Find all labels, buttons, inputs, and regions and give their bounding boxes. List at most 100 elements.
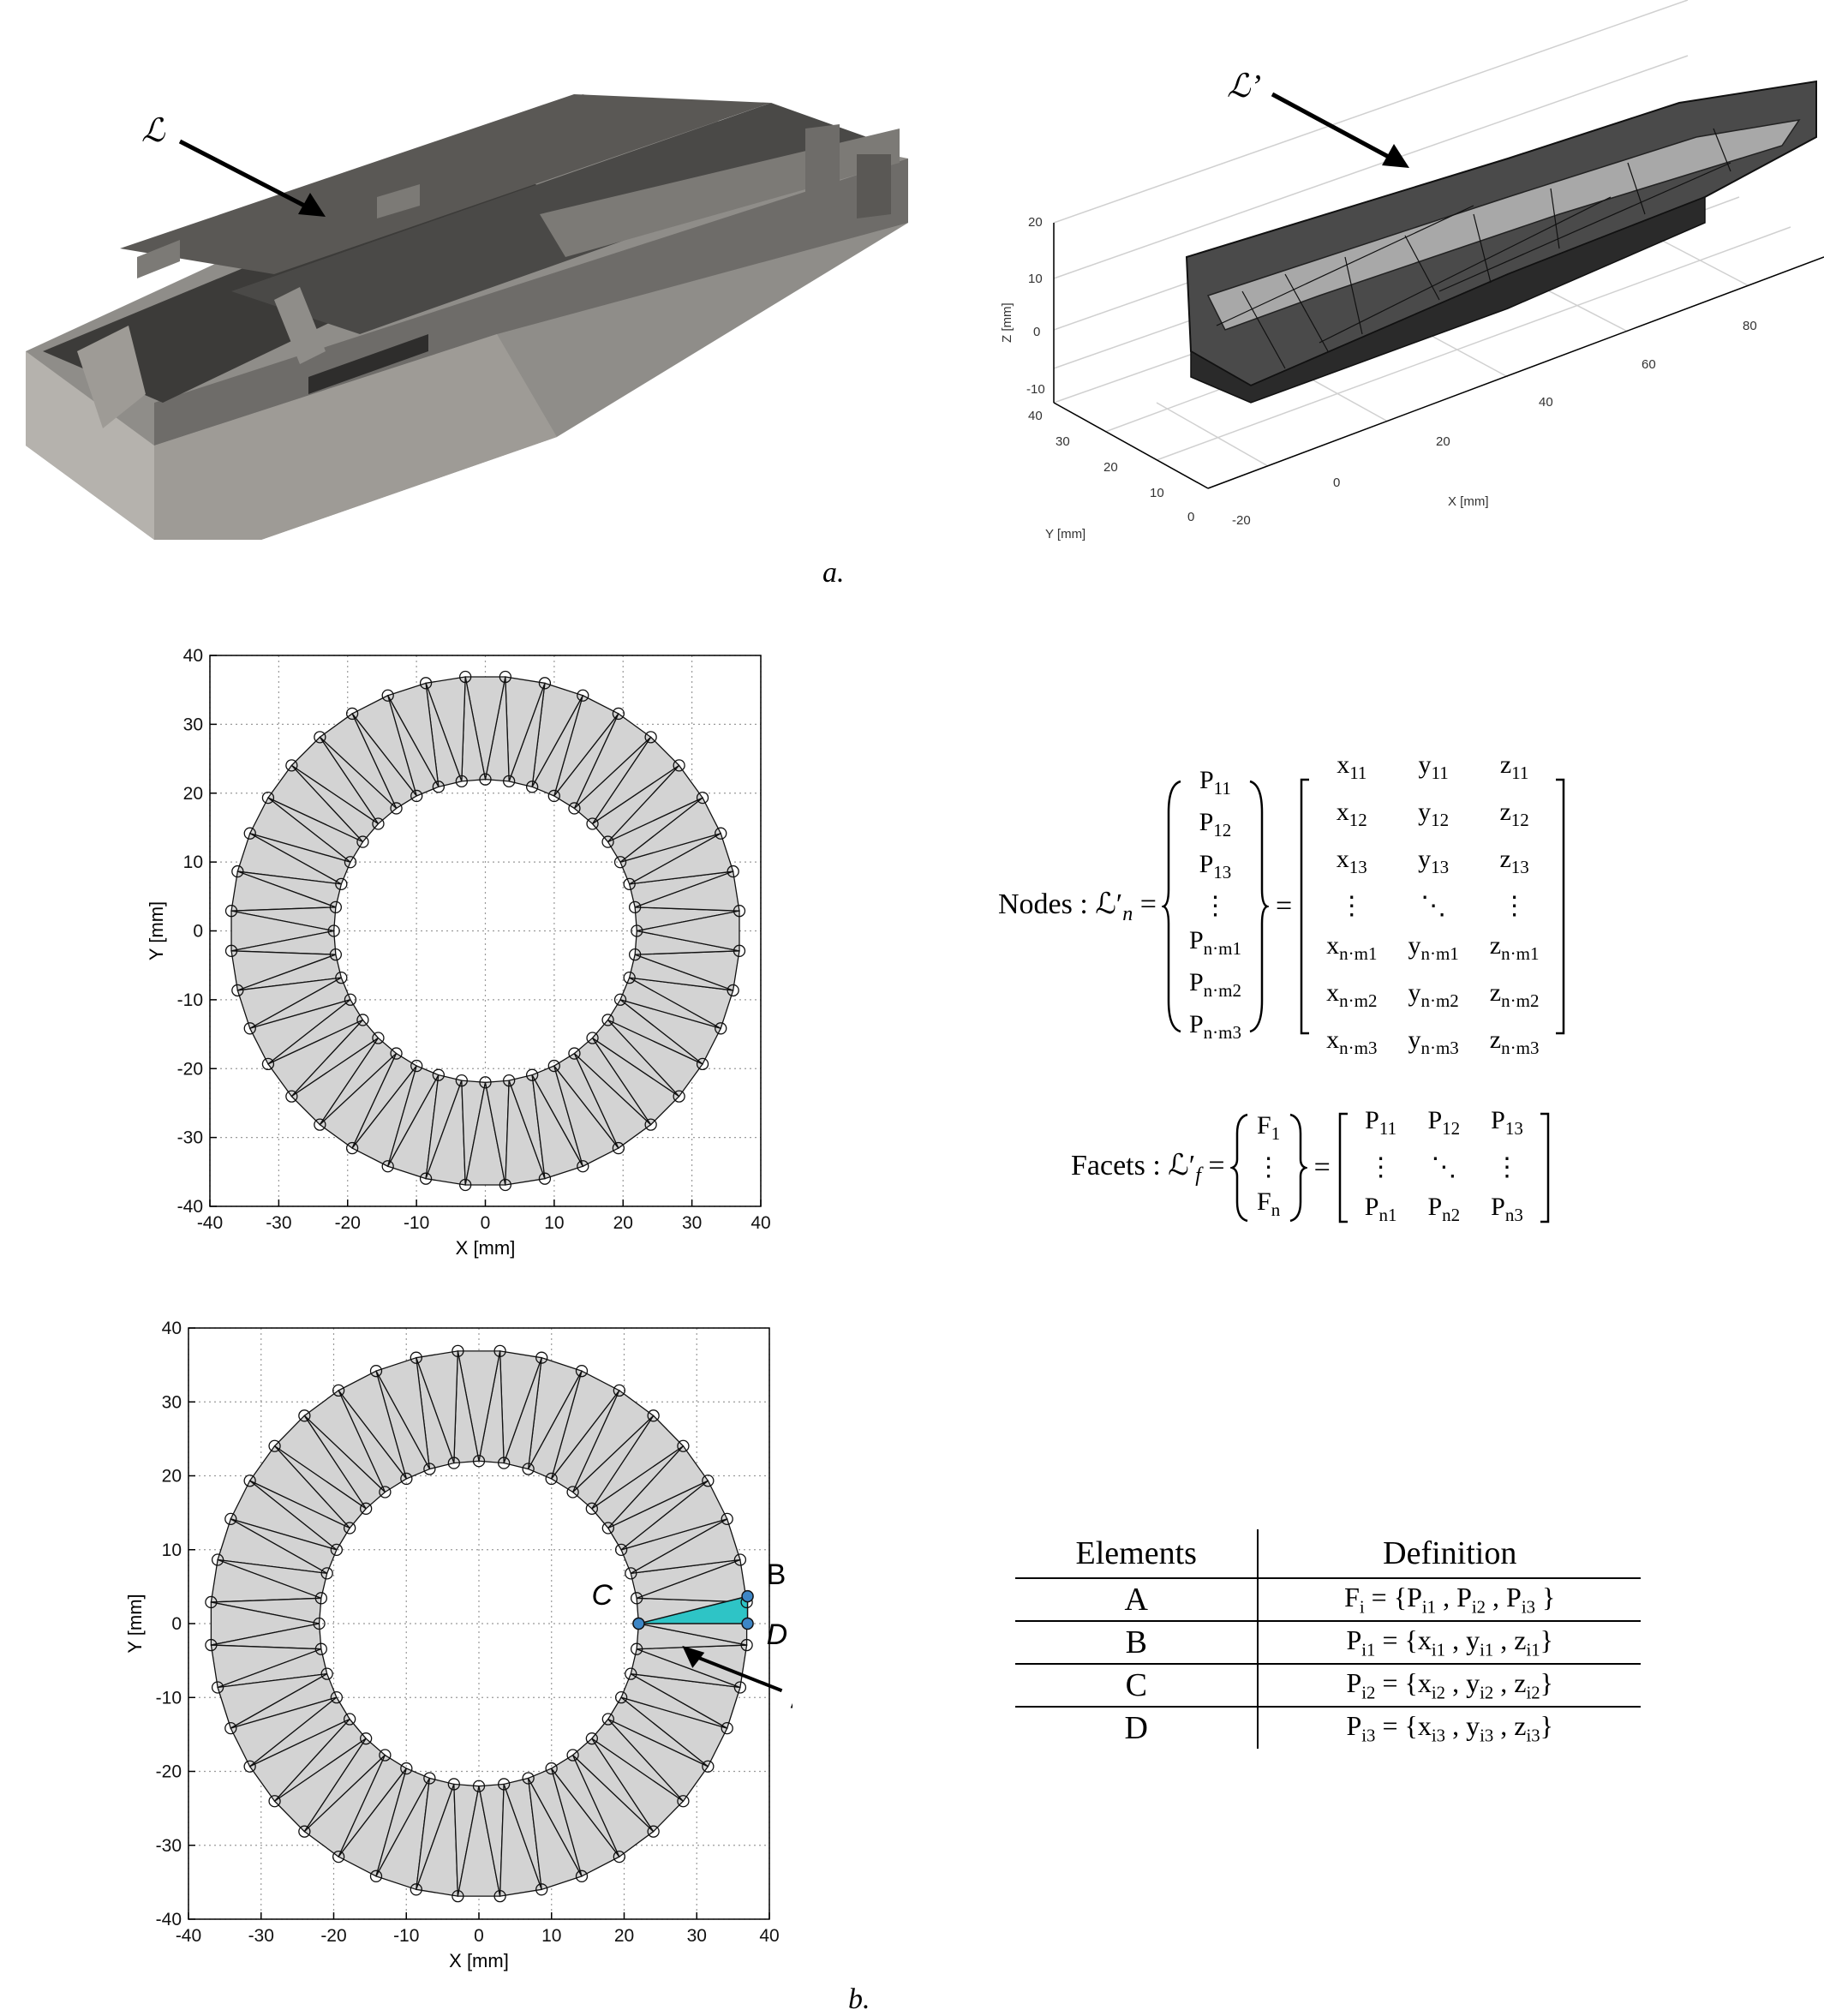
mesh-nodes [224, 670, 746, 1192]
mesh-node [575, 1365, 589, 1378]
z-tick: 20 [1028, 215, 1043, 230]
mesh-node [372, 1032, 385, 1044]
vector-entry: Fn [1257, 1187, 1281, 1220]
label-c: C [591, 1579, 613, 1612]
y-tick-label: 30 [183, 715, 203, 734]
mesh-node [356, 1014, 369, 1026]
matrix-cell: z13 [1499, 845, 1529, 877]
cad-arrow [178, 139, 326, 217]
mesh-node [224, 944, 238, 957]
mesh-node [459, 1178, 472, 1192]
mesh-node [285, 1090, 298, 1103]
mesh-node [733, 944, 746, 957]
x-tick: -20 [1232, 513, 1251, 528]
mesh-node [243, 1022, 256, 1035]
mesh-arrow [1271, 92, 1409, 168]
y-tick: 30 [1056, 434, 1070, 449]
mesh-node [419, 677, 433, 690]
mesh-node [538, 1172, 552, 1185]
mesh-node [696, 791, 709, 805]
y-tick-label: -20 [177, 1059, 203, 1079]
mesh-node [224, 1512, 237, 1526]
mesh-node [447, 1778, 460, 1791]
mesh-node [459, 670, 472, 684]
element-id: D [1015, 1707, 1259, 1749]
y-tick-label: -30 [177, 1128, 203, 1148]
mesh-node [721, 1512, 733, 1526]
mesh-node [344, 1522, 356, 1534]
mesh-node [330, 1690, 344, 1704]
mesh-node [525, 781, 539, 793]
mesh-node [577, 1160, 589, 1173]
mesh-node [601, 835, 614, 848]
mesh-node [447, 1457, 460, 1469]
mesh-nodes [205, 1344, 753, 1903]
mesh-3d-axes [1053, 223, 1824, 489]
mesh-node [586, 1032, 599, 1044]
mesh-node [577, 689, 589, 702]
mesh-node [211, 1553, 224, 1566]
elements-table-header: Elements Definition [1015, 1529, 1641, 1579]
mesh-node [644, 731, 657, 744]
mesh-facets [210, 1350, 748, 1897]
x-tick-label: -40 [176, 1926, 201, 1946]
right-bracket [1556, 778, 1565, 1035]
mesh-node [372, 817, 385, 830]
mesh-node [211, 1681, 224, 1694]
mesh-node [400, 1762, 413, 1775]
mesh-node [628, 900, 642, 913]
right-brace [1249, 780, 1269, 1033]
matrix-cell: z12 [1499, 798, 1529, 830]
mesh-node [369, 1365, 383, 1378]
matrix-cell: P13 [1491, 1106, 1523, 1139]
element-id: C [1015, 1664, 1259, 1708]
highlighted-node [632, 1617, 645, 1630]
x-tick-label: 10 [541, 1926, 561, 1946]
y-tick-label: -40 [177, 1197, 203, 1217]
matrix-cell: ⋮ [1338, 892, 1365, 920]
mesh-node [499, 1178, 511, 1192]
y-tick-label: 20 [162, 1467, 182, 1487]
mesh-node [568, 802, 581, 815]
mesh-node [677, 1795, 690, 1808]
mesh-node [601, 1713, 614, 1726]
mesh-node [493, 1889, 506, 1903]
mesh-node [631, 924, 643, 937]
y-tick-label: -40 [156, 1910, 182, 1929]
mesh-node [390, 1047, 403, 1060]
nodes-lhs-sub: n [1122, 902, 1133, 925]
mesh-node [673, 759, 685, 772]
cad-model-figure [17, 77, 908, 557]
mesh-node [733, 1553, 747, 1566]
mesh-node [727, 864, 739, 878]
mesh-node [452, 1889, 464, 1903]
y-tick: 20 [1103, 460, 1118, 475]
matrix-row: ⋮⋱⋮ [1311, 887, 1554, 926]
mesh-node [585, 1502, 598, 1515]
x-tick-label: 20 [614, 1926, 634, 1946]
matrix-cell: xn·m1 [1326, 931, 1378, 964]
element-definition: Fi = {Pi1 , Pi2 , Pi3 } [1258, 1578, 1641, 1622]
element-id: B [1015, 1621, 1259, 1665]
mesh-node [733, 1681, 747, 1694]
mesh-node [568, 1047, 581, 1060]
x-tick-label: 40 [751, 1213, 770, 1233]
facets-lhs-sub: f [1195, 1164, 1201, 1187]
mesh-3d-body [1185, 80, 1817, 404]
y-tick-label: 0 [193, 922, 203, 942]
mesh-node [472, 1455, 486, 1468]
vector-entry: Pn·m1 [1188, 926, 1241, 959]
mesh-node [419, 1172, 433, 1185]
mesh-node [522, 1772, 535, 1785]
matrix-cell: Pn1 [1364, 1193, 1397, 1225]
mesh-facet [637, 910, 740, 952]
mesh-node [625, 1667, 637, 1680]
y-tick-label: -10 [177, 990, 203, 1010]
